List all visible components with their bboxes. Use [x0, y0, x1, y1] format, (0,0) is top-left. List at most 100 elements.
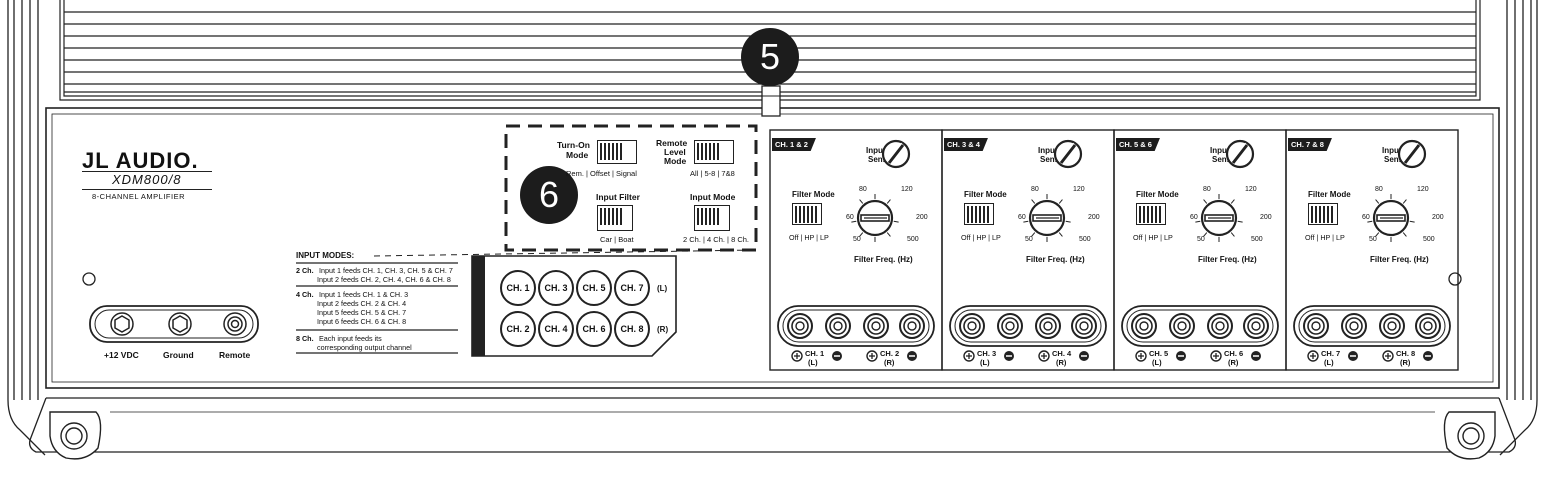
- input-mode-line: Input 5 feeds CH. 5 & CH. 7: [317, 308, 407, 317]
- channel-panel-tab: CH. 1 & 2: [772, 138, 816, 151]
- input-mode-key: 4 Ch.: [296, 290, 314, 299]
- channel-panel-graphics: [1293, 139, 1451, 362]
- input-row-left-tag: (L): [657, 284, 668, 293]
- dial-scale-mark: 60: [1190, 214, 1198, 221]
- filter-mode-options: Off | HP | LP: [961, 233, 1001, 242]
- output-tag-left: (L): [808, 358, 818, 367]
- input-jack[interactable]: CH. 4: [538, 311, 574, 347]
- dial-scale-mark: 50: [853, 236, 861, 243]
- dial-scale-mark: 200: [1088, 214, 1100, 221]
- turn-on-mode-title-2: Mode: [566, 150, 589, 160]
- input-row-right-tag: (R): [657, 325, 669, 334]
- input-mode-line: Input 2 feeds CH. 2 & CH. 4: [317, 299, 407, 308]
- output-label-a: CH. 3: [977, 349, 997, 358]
- output-tag-right: (R): [1400, 358, 1411, 367]
- filter-mode-switch[interactable]: [964, 203, 994, 225]
- input-mode-line: Input 2 feeds CH. 2, CH. 4, CH. 6 & CH. …: [317, 275, 451, 284]
- dial-scale-mark: 200: [1260, 214, 1272, 221]
- filter-mode-switch[interactable]: [1136, 203, 1166, 225]
- output-tag-left: (L): [1324, 358, 1334, 367]
- channel-panel-tab: CH. 3 & 4: [944, 138, 988, 151]
- output-tag-left: (L): [1152, 358, 1162, 367]
- dial-scale-mark: 200: [1432, 214, 1444, 221]
- dial-scale-mark: 60: [1362, 214, 1370, 221]
- filter-freq-label: Filter Freq. (Hz): [1026, 255, 1085, 264]
- input-mode-options: 2 Ch. | 4 Ch. | 8 Ch.: [683, 235, 750, 244]
- turn-on-mode-title-1: Turn-On: [557, 140, 590, 150]
- dial-scale-mark: 500: [1251, 236, 1263, 243]
- dial-scale-mark: 80: [1031, 186, 1039, 193]
- output-label-b: CH. 8: [1396, 349, 1416, 358]
- output-tag-right: (R): [1228, 358, 1239, 367]
- input-sens-label-2: Sens.: [868, 155, 890, 164]
- dial-scale-mark: 120: [1073, 186, 1085, 193]
- brand-logo: JL AUDIO.: [82, 148, 199, 173]
- terminal-label-ground: Ground: [163, 350, 194, 360]
- input-mode-key: 2 Ch.: [296, 266, 314, 275]
- dial-scale-mark: 200: [916, 214, 928, 221]
- input-modes-heading: INPUT MODES:: [296, 251, 355, 260]
- dial-scale-mark: 50: [1369, 236, 1377, 243]
- input-sens-label-1: Input: [1210, 146, 1230, 155]
- remote-level-mode-switch[interactable]: [694, 140, 734, 164]
- remote-level-title-1: Remote: [656, 138, 688, 148]
- output-label-a: CH. 7: [1321, 349, 1341, 358]
- dial-scale-mark: 500: [1079, 236, 1091, 243]
- model-description: 8-CHANNEL AMPLIFIER: [92, 192, 185, 201]
- input-mode-key: 8 Ch.: [296, 334, 314, 343]
- input-section-label: INPUT SECTION: [483, 272, 493, 337]
- input-mode-switch[interactable]: [694, 205, 730, 231]
- filter-mode-label: Filter Mode: [1308, 190, 1351, 199]
- input-mode-line: Each input feeds its: [319, 334, 382, 343]
- input-jack[interactable]: CH. 1: [500, 270, 536, 306]
- input-jack[interactable]: CH. 5: [576, 270, 612, 306]
- dial-scale-mark: 60: [1018, 214, 1026, 221]
- turn-on-mode-switch[interactable]: [597, 140, 637, 164]
- remote-level-title-3: Mode: [664, 156, 687, 166]
- filter-freq-label: Filter Freq. (Hz): [1370, 255, 1429, 264]
- remote-level-title-2: Level: [664, 147, 686, 157]
- dial-scale-mark: 500: [907, 236, 919, 243]
- input-mode-line: Input 1 feeds CH. 1 & CH. 3: [319, 290, 409, 299]
- output-label-a: CH. 5: [1149, 349, 1169, 358]
- input-jack[interactable]: CH. 2: [500, 311, 536, 347]
- filter-mode-options: Off | HP | LP: [1305, 233, 1345, 242]
- dial-scale-mark: 60: [846, 214, 854, 221]
- callout-badge-5: 5: [741, 28, 799, 86]
- input-jack[interactable]: CH. 3: [538, 270, 574, 306]
- filter-mode-switch[interactable]: [1308, 203, 1338, 225]
- input-sens-label-1: Input: [866, 146, 886, 155]
- input-jack[interactable]: CH. 6: [576, 311, 612, 347]
- filter-freq-label: Filter Freq. (Hz): [854, 255, 913, 264]
- input-filter-switch[interactable]: [597, 205, 633, 231]
- filter-freq-label: Filter Freq. (Hz): [1198, 255, 1257, 264]
- input-mode-line: Input 6 feeds CH. 6 & CH. 8: [317, 317, 407, 326]
- terminal-label-remote: Remote: [219, 350, 251, 360]
- input-mode-line: Input 1 feeds CH. 1, CH. 3, CH. 5 & CH. …: [319, 266, 453, 275]
- filter-mode-label: Filter Mode: [792, 190, 835, 199]
- output-tag-right: (R): [884, 358, 895, 367]
- highlight-box: [504, 124, 758, 252]
- input-jack[interactable]: CH. 7: [614, 270, 650, 306]
- input-filter-title: Input Filter: [596, 192, 640, 202]
- dial-scale-mark: 50: [1197, 236, 1205, 243]
- output-label-b: CH. 2: [880, 349, 900, 358]
- input-sens-label-1: Input: [1382, 146, 1402, 155]
- input-sens-label-2: Sens.: [1040, 155, 1062, 164]
- model-name: XDM800/8: [112, 172, 182, 187]
- input-sens-label-2: Sens.: [1384, 155, 1406, 164]
- input-mode-line: corresponding output channel: [317, 343, 412, 352]
- filter-mode-label: Filter Mode: [964, 190, 1007, 199]
- input-jack[interactable]: CH. 8: [614, 311, 650, 347]
- input-filter-options: Car | Boat: [600, 235, 634, 244]
- channel-panel-tab: CH. 7 & 8: [1288, 138, 1332, 151]
- dial-scale-mark: 500: [1423, 236, 1435, 243]
- filter-mode-switch[interactable]: [792, 203, 822, 225]
- input-mode-title: Input Mode: [690, 192, 736, 202]
- channel-panel-graphics: [777, 139, 935, 362]
- dial-scale-mark: 80: [859, 186, 867, 193]
- output-label-b: CH. 4: [1052, 349, 1072, 358]
- dial-scale-mark: 120: [901, 186, 913, 193]
- output-label-b: CH. 6: [1224, 349, 1244, 358]
- dial-scale-mark: 80: [1375, 186, 1383, 193]
